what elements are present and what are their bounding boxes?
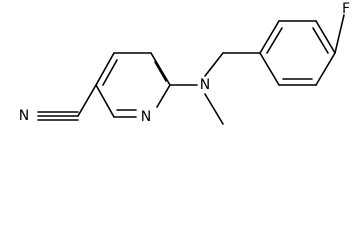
nitrile-nitrogen-label: N <box>19 108 29 124</box>
pyridine-bond-1 <box>95 52 115 86</box>
phenyl-double-inner-1 <box>266 27 283 54</box>
structure-canvas: N N N F <box>19 1 350 125</box>
carbon-fluorine-bond <box>334 14 345 54</box>
phenyl-bond-4 <box>315 20 336 54</box>
phenyl-bond-3 <box>315 52 336 86</box>
amine-to-ch2-bond <box>204 52 224 77</box>
ring-nitrogen-label: N <box>141 109 151 125</box>
nitrile-to-ring-bond <box>77 84 97 117</box>
amine-nitrogen-label: N <box>200 77 210 93</box>
molecule-diagram: N N N F <box>19 1 350 125</box>
phenyl-bond-6 <box>259 20 280 54</box>
pyridine-double-inner-2 <box>154 61 167 82</box>
phenyl-double-inner-3 <box>312 27 329 54</box>
pyridine-double-inner-1 <box>102 59 118 86</box>
amine-methyl-bond <box>204 93 224 125</box>
pyridine-bond-3 <box>150 52 171 86</box>
pyridine-bond-4 <box>156 84 171 108</box>
phenyl-bond-1 <box>259 52 280 86</box>
pyridine-bond-7 <box>95 84 115 118</box>
fluorine-label: F <box>342 1 350 17</box>
